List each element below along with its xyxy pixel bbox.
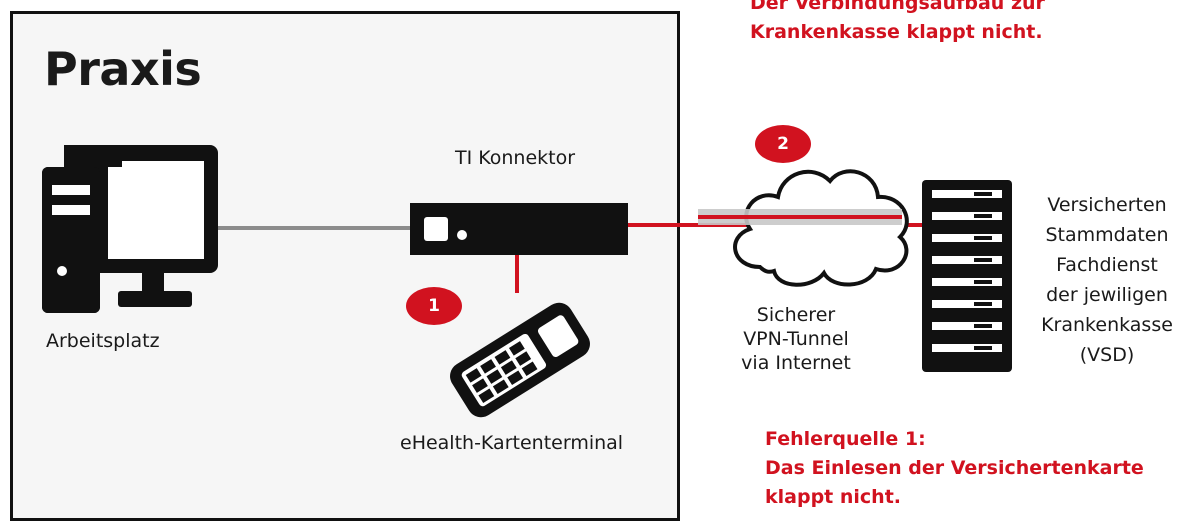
error-2-text: Der Verbindungsaufbau zur Krankenkasse k…: [750, 0, 1045, 47]
server-label-line-1: Versicherten: [1047, 194, 1167, 216]
error-badge-1: 1: [406, 287, 462, 325]
tunnel-label-line-3: via Internet: [741, 352, 851, 374]
praxis-title: Praxis: [44, 42, 202, 96]
terminal-label: eHealth-Kartenterminal: [400, 432, 624, 454]
server-label: Versicherten Stammdaten Fachdienst der j…: [1026, 190, 1188, 370]
server-label-line-5: Krankenkasse: [1041, 314, 1173, 336]
card-terminal-icon: [450, 302, 590, 418]
error-badge-2: 2: [755, 125, 811, 163]
cloud-icon: [698, 169, 909, 287]
connector-box-icon: [410, 203, 628, 255]
error-1-line-3: klappt nicht.: [765, 486, 901, 508]
error-1-line-1: Fehlerquelle 1:: [765, 428, 926, 450]
server-rack-icon: [922, 180, 1012, 372]
server-label-line-6: (VSD): [1079, 344, 1135, 366]
error-2-line-2: Krankenkasse klappt nicht.: [750, 21, 1043, 43]
desktop-computer-icon: [42, 145, 218, 313]
tunnel-label-line-2: VPN-Tunnel: [743, 328, 849, 350]
error-2-line-1: Der Verbindungsaufbau zur: [750, 0, 1045, 14]
server-label-line-2: Stammdaten: [1045, 224, 1169, 246]
error-1-text: Fehlerquelle 1: Das Einlesen der Versich…: [765, 425, 1144, 512]
tunnel-label: Sicherer VPN-Tunnel via Internet: [726, 303, 866, 375]
connector-label: TI Konnektor: [455, 147, 576, 169]
server-label-line-4: der jewiligen: [1046, 284, 1168, 306]
server-label-line-3: Fachdienst: [1056, 254, 1158, 276]
workstation-label: Arbeitsplatz: [46, 330, 160, 352]
tunnel-label-line-1: Sicherer: [756, 304, 836, 326]
error-1-line-2: Das Einlesen der Versichertenkarte: [765, 457, 1144, 479]
